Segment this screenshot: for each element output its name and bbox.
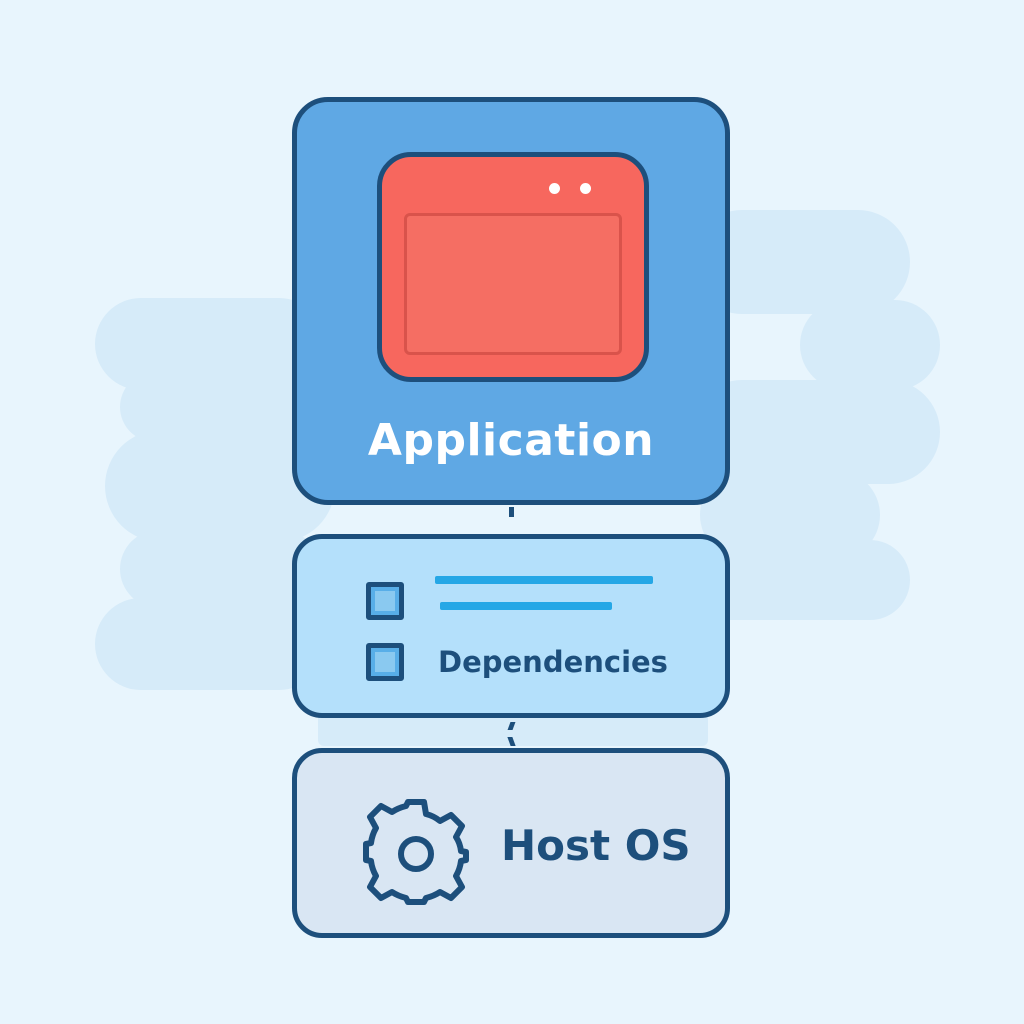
connector-app-deps [509, 507, 514, 517]
dependencies-layer: Dependencies [292, 534, 730, 718]
checkbox-icon [366, 643, 404, 681]
app-window-icon [377, 152, 649, 382]
text-line-placeholder [435, 576, 653, 584]
application-layer: Application [292, 97, 730, 505]
host-os-layer: Host OS [292, 748, 730, 938]
host-os-label: Host OS [501, 821, 691, 870]
text-line-placeholder [440, 602, 612, 610]
window-content-area [404, 213, 622, 355]
dependencies-label: Dependencies [438, 645, 668, 679]
gear-icon [363, 799, 469, 905]
application-label: Application [367, 415, 655, 466]
window-dot [549, 183, 560, 194]
checkbox-icon [366, 582, 404, 620]
window-dot [580, 183, 591, 194]
